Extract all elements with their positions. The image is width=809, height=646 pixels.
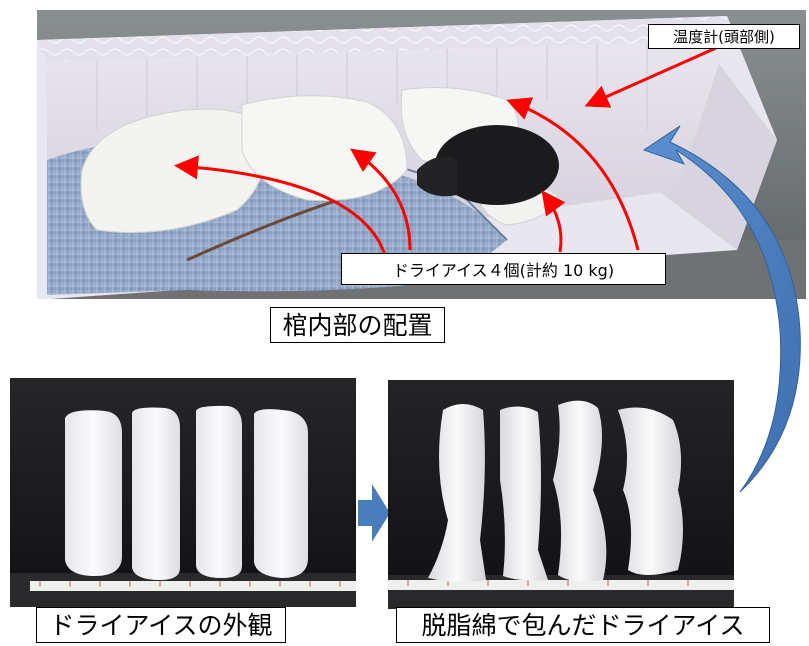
dry-ice-arrow-4 bbox=[506, 97, 640, 251]
thermometer-arrow bbox=[584, 46, 717, 108]
flow-arrow-curved bbox=[642, 125, 801, 493]
dry-ice-arrow-1 bbox=[174, 155, 387, 256]
dry-ice-count-label: ドライアイス４個(計約 10 kg) bbox=[341, 253, 666, 285]
dry-ice-photo bbox=[10, 378, 356, 607]
coffin-interior-photo bbox=[37, 10, 806, 299]
coffin-layout-caption: 棺内部の配置 bbox=[270, 307, 445, 343]
thermometer-label: 温度計(頭部側) bbox=[648, 24, 800, 49]
wrapped-dry-ice-photo bbox=[388, 380, 734, 609]
dry-ice-arrow-2 bbox=[350, 148, 412, 251]
dry-ice-arrow-3 bbox=[541, 190, 566, 253]
flow-arrow-right bbox=[358, 484, 390, 542]
wrapped-dry-ice-caption: 脱脂綿で包んだドライアイス bbox=[396, 607, 770, 643]
dry-ice-appearance-caption: ドライアイスの外観 bbox=[36, 607, 286, 643]
